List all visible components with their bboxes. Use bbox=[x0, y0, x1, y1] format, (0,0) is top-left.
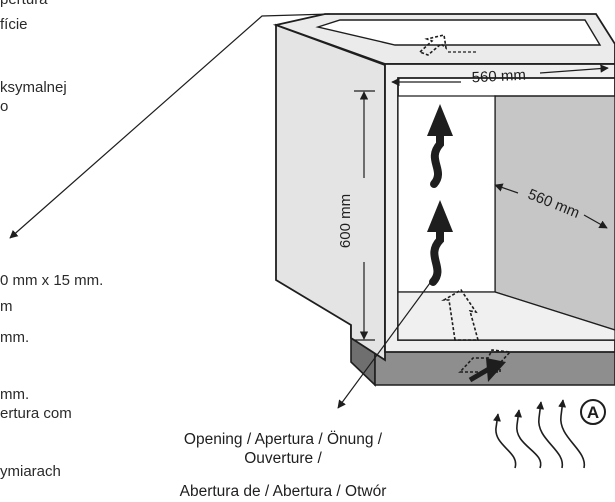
leader-line-top bbox=[9, 13, 331, 239]
left-text-line: mm. bbox=[0, 386, 30, 403]
cabinet-inner-floor bbox=[397, 291, 615, 341]
plinth-opening-arrow-icon bbox=[458, 349, 512, 383]
left-text-line: m bbox=[0, 298, 13, 315]
left-text-line: pertura bbox=[0, 0, 48, 9]
opening-caption-line-1: Opening / Apertura / Önung / bbox=[183, 431, 383, 448]
marker-a-label: A bbox=[587, 403, 599, 422]
leader-line-opening bbox=[337, 282, 431, 409]
opening-caption-line-2: Ouverture / bbox=[244, 450, 322, 467]
opening-caption-line-3: Abertura de / Abertura / Otwór bbox=[179, 483, 387, 500]
airflow-arrow-lower-icon bbox=[427, 200, 453, 286]
left-text-line: ksymalnej bbox=[0, 79, 67, 96]
left-text-line: ymiarach bbox=[0, 463, 61, 480]
top-dashed-arrow-icon bbox=[418, 34, 476, 56]
dimension-top-width: 560 mm bbox=[391, 64, 609, 87]
left-text-line: o bbox=[0, 98, 9, 115]
marker-a-circle bbox=[580, 399, 606, 425]
left-text-line: mm. bbox=[0, 329, 30, 346]
left-text-line: fície bbox=[0, 16, 28, 33]
dimension-height: 600 mm bbox=[337, 90, 375, 341]
floor-dashed-arrow-icon bbox=[441, 288, 480, 341]
incoming-air-arrows-icon bbox=[493, 399, 585, 469]
cabinet-left-side bbox=[275, 23, 386, 362]
left-text-line: ertura com bbox=[0, 405, 72, 422]
dimension-height-label: 600 mm bbox=[337, 194, 354, 248]
dimension-top-width-label: 560 mm bbox=[471, 67, 526, 87]
airflow-arrow-upper-icon bbox=[427, 104, 453, 188]
left-text-line: 0 mm x 15 mm. bbox=[0, 272, 104, 289]
